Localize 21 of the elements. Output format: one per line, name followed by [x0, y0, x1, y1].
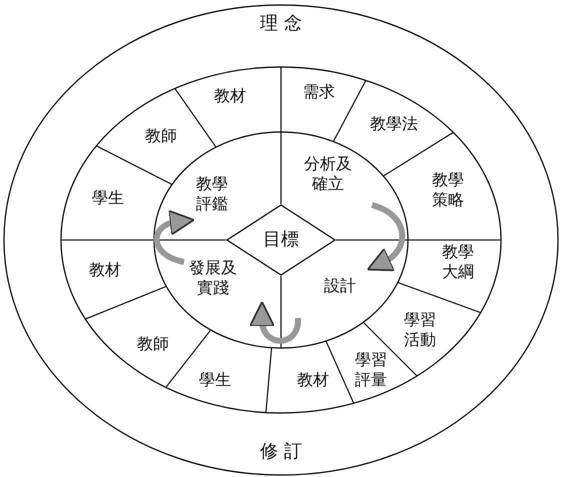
segment-label: 學生 — [193, 370, 237, 392]
segment-label: 學習活動 — [400, 310, 440, 352]
phase-label: 設計 — [318, 276, 362, 298]
segment-label: 教師 — [130, 334, 176, 356]
segment-label: 學習評量 — [352, 350, 390, 392]
segment-label: 教材 — [291, 370, 335, 392]
segment-label: 教師 — [138, 126, 184, 148]
segment-label: 需求 — [296, 82, 342, 104]
segment-label: 教材 — [207, 86, 253, 108]
phase-label: 分析及確立 — [300, 154, 356, 196]
cycle-arrow — [368, 202, 406, 272]
bottom-label: 修 訂 — [259, 442, 303, 462]
cycle-arrow — [250, 301, 301, 344]
top-label: 理 念 — [259, 14, 303, 34]
segment-label: 學生 — [86, 188, 130, 210]
segment-label: 教學法 — [364, 114, 424, 136]
outer-ellipse — [3, 4, 559, 476]
cycle-arrow — [154, 210, 194, 265]
segment-label: 教材 — [83, 260, 127, 282]
segment-label: 教學策略 — [430, 170, 466, 212]
segment-label: 教學大綱 — [438, 242, 478, 284]
